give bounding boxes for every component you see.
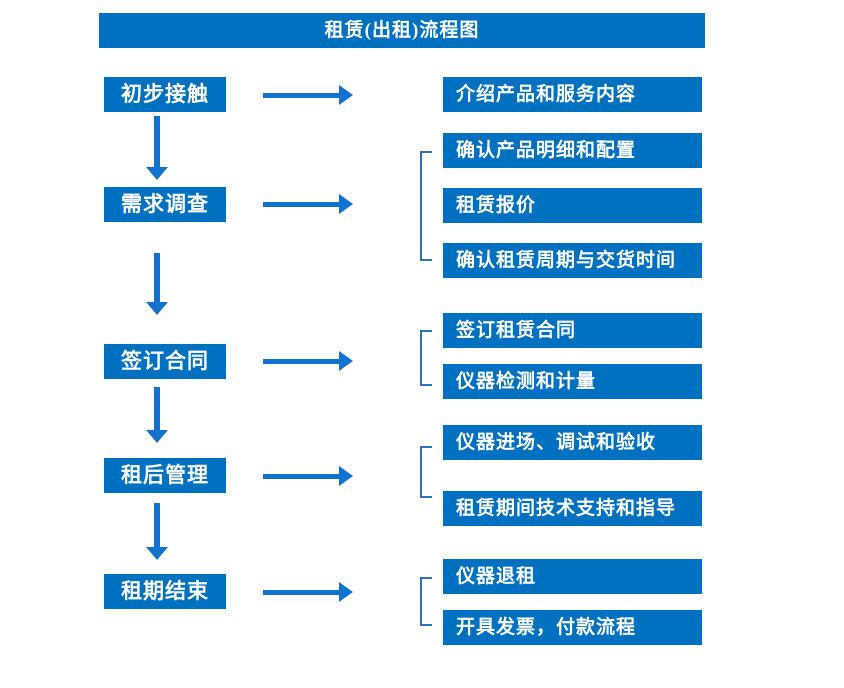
detail-box-instrument-testing: 仪器检测和计量	[443, 364, 702, 399]
detail-box-invoice-payment: 开具发票，付款流程	[443, 610, 702, 645]
arrow-head	[339, 466, 353, 486]
right-arrow-icon-4	[263, 466, 353, 486]
step-box-initial-contact: 初步接触	[104, 77, 226, 112]
arrow-head	[146, 430, 168, 443]
arrow-head	[339, 351, 353, 371]
detail-box-instrument-return: 仪器退租	[443, 559, 702, 594]
step-box-lease-end: 租期结束	[104, 574, 226, 609]
arrow-shaft	[154, 503, 160, 548]
detail-box-confirm-period: 确认租赁周期与交货时间	[443, 243, 702, 278]
group-bracket-5	[420, 577, 432, 626]
flowchart-title: 租赁(出租)流程图	[99, 13, 705, 48]
detail-box-tech-support: 租赁期间技术支持和指导	[443, 491, 702, 526]
right-arrow-icon-2	[263, 194, 353, 214]
group-bracket-4	[420, 446, 432, 498]
right-arrow-icon-1	[263, 85, 353, 105]
group-bracket-3	[420, 330, 432, 386]
detail-box-rental-quote: 租赁报价	[443, 188, 702, 223]
step-box-post-rental: 租后管理	[104, 458, 226, 493]
arrow-shaft	[263, 590, 340, 595]
down-arrow-icon-2	[146, 253, 168, 315]
right-arrow-icon-5	[263, 582, 353, 602]
arrow-shaft	[154, 116, 160, 168]
down-arrow-icon-4	[146, 503, 168, 560]
arrow-head	[146, 547, 168, 560]
arrow-head	[339, 85, 353, 105]
arrow-shaft	[263, 359, 340, 364]
detail-box-sign-rental-contract: 签订租赁合同	[443, 313, 702, 348]
down-arrow-icon-3	[146, 387, 168, 443]
arrow-head	[146, 167, 168, 180]
step-box-demand-survey: 需求调查	[104, 187, 226, 222]
arrow-shaft	[263, 202, 340, 207]
down-arrow-icon-1	[146, 116, 168, 180]
arrow-shaft	[263, 93, 340, 98]
detail-box-intro-products: 介绍产品和服务内容	[443, 77, 702, 112]
group-bracket-2	[420, 151, 432, 261]
right-arrow-icon-3	[263, 351, 353, 371]
arrow-shaft	[154, 253, 160, 303]
arrow-head	[339, 582, 353, 602]
detail-box-instrument-setup: 仪器进场、调试和验收	[443, 425, 702, 460]
arrow-head	[339, 194, 353, 214]
arrow-shaft	[154, 387, 160, 431]
step-box-sign-contract: 签订合同	[104, 344, 226, 379]
detail-box-confirm-config: 确认产品明细和配置	[443, 133, 702, 168]
arrow-head	[146, 302, 168, 315]
arrow-shaft	[263, 474, 340, 479]
